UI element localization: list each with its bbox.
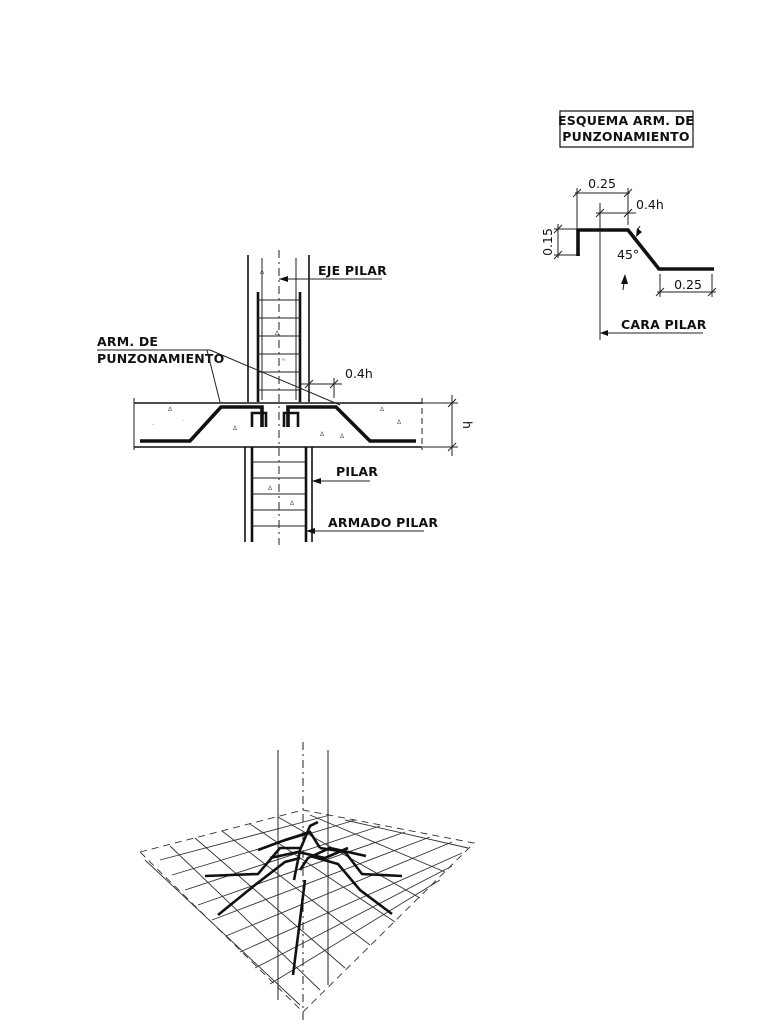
schema-title-line2: PUNZONAMIENTO [562,129,689,144]
svg-text:Δ: Δ [290,500,295,507]
punching-bar-left [140,405,264,443]
label-dim-h: h [460,421,475,429]
svg-text:·: · [273,515,275,522]
svg-text:Δ: Δ [380,406,385,413]
svg-text:Δ: Δ [268,485,273,492]
schema-dim-015: 0.15 [540,228,555,256]
svg-text:·: · [182,418,184,425]
svg-text:°: ° [282,358,285,365]
lower-stirrups [252,461,306,527]
label-arm-line2: PUNZONAMIENTO [97,351,224,366]
svg-text:Δ: Δ [320,431,325,438]
label-eje-pilar: EJE PILAR [318,263,387,278]
svg-text:Δ: Δ [340,433,345,440]
schema-angle: 45° [617,247,639,262]
label-arm-line1: ARM. DE [97,334,158,349]
schema-dim-bottom: 0.25 [674,277,702,292]
svg-text:Δ: Δ [397,419,402,426]
schema-title-box [559,110,694,148]
schema-title-line1: ESQUEMA ARM. DE [558,113,694,128]
label-dim-04h: 0.4h [345,366,373,381]
schema-dim-04h: 0.4h [636,197,664,212]
label-armado-pilar: ARMADO PILAR [328,515,438,530]
punching-schema: ESQUEMA ARM. DE PUNZONAMIENTO 0.25 0.4h … [540,110,717,340]
svg-text:Δ: Δ [233,425,238,432]
svg-text:Δ: Δ [168,406,173,413]
schema-cara-pilar: CARA PILAR [621,317,707,332]
isometric-view [139,742,475,1020]
schema-dim-top: 0.25 [588,176,616,191]
slab-outline [139,809,475,1013]
label-pilar: PILAR [336,464,378,479]
svg-text:·: · [152,422,154,429]
svg-text:Δ: Δ [275,330,280,337]
column-slab-section: EJE PILAR ARM. DE PUNZONAMIENTO 0.4h h [97,250,475,545]
schema-bar [576,228,714,271]
concrete-aggregate: Δ · Δ Δ Δ Δ Δ · Δ ° Δ Δ · Δ [152,269,402,522]
svg-text:Δ: Δ [260,269,265,276]
